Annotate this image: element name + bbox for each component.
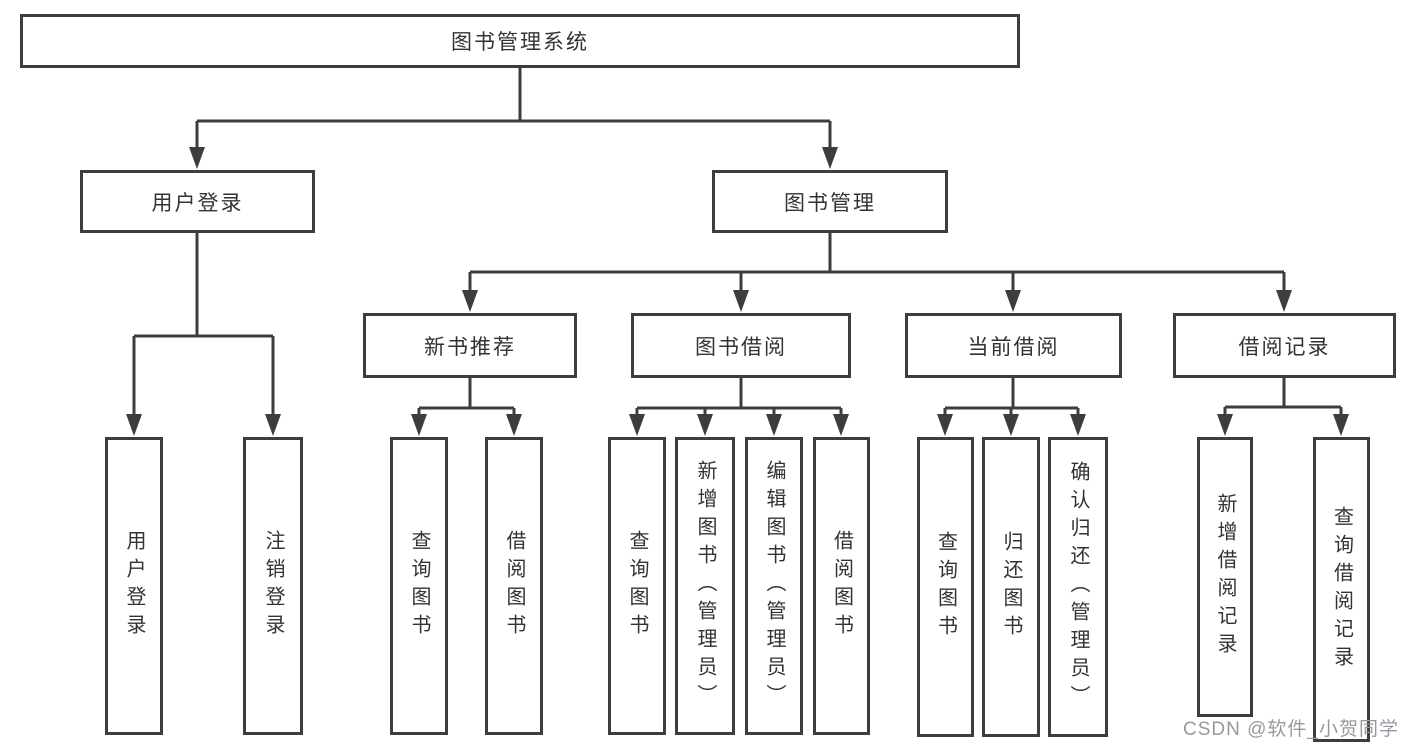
node-library-management-system: 图书管理系统: [20, 14, 1020, 68]
edges-book-borrow: [629, 378, 849, 436]
node-label: 借阅图书: [503, 530, 525, 642]
node-label: 借阅图书: [830, 530, 853, 642]
node-book-borrow: 图书借阅: [631, 313, 851, 378]
node-label: 图书管理: [784, 191, 876, 215]
node-query-books-borrow: 查询图书: [608, 437, 666, 735]
node-current-borrow: 当前借阅: [905, 313, 1122, 378]
node-label: 新增借阅记录: [1214, 493, 1236, 661]
node-borrow-books-action: 借阅图书: [813, 437, 870, 735]
node-label: 当前借阅: [967, 335, 1060, 359]
node-label: 图书借阅: [695, 335, 787, 359]
node-label: 归还图书: [1000, 531, 1022, 643]
edges-new-book-recommend: [411, 378, 522, 436]
node-logout: 注销登录: [243, 437, 303, 735]
node-label: 查询借阅记录: [1330, 505, 1353, 674]
node-label: 注销登录: [262, 530, 284, 642]
node-label: 用户登录: [123, 530, 145, 642]
edges-borrow-records: [1217, 378, 1349, 436]
node-new-book-recommend: 新书推荐: [363, 313, 577, 378]
node-query-borrow-record: 查询借阅记录: [1313, 437, 1370, 742]
node-label: 查询图书: [934, 531, 957, 643]
node-query-books-current: 查询图书: [917, 437, 974, 737]
node-label: 编辑图书（管理员）: [763, 460, 785, 712]
node-query-books-recommend: 查询图书: [390, 437, 448, 735]
node-edit-book-admin: 编辑图书（管理员）: [745, 437, 803, 735]
edges-root: [189, 68, 838, 169]
node-confirm-return-admin: 确认归还（管理员）: [1048, 437, 1108, 737]
edges-user-login: [126, 233, 281, 436]
node-return-book: 归还图书: [982, 437, 1040, 737]
node-label: 新书推荐: [424, 335, 516, 359]
node-label: 查询图书: [626, 530, 648, 642]
node-add-book-admin: 新增图书（管理员）: [675, 437, 735, 735]
node-label: 确认归还（管理员）: [1067, 461, 1089, 713]
edges-book-management: [462, 233, 1292, 312]
node-book-management: 图书管理: [712, 170, 948, 233]
node-label: 用户登录: [151, 191, 244, 215]
node-borrow-records: 借阅记录: [1173, 313, 1396, 378]
node-borrow-books-recommend: 借阅图书: [485, 437, 543, 735]
node-add-borrow-record: 新增借阅记录: [1197, 437, 1253, 717]
node-user-login: 用户登录: [80, 170, 315, 233]
node-label: 新增图书（管理员）: [694, 460, 716, 712]
edges-current-borrow: [937, 378, 1086, 436]
node-user-login-action: 用户登录: [105, 437, 163, 735]
node-label: 查询图书: [408, 530, 430, 642]
csdn-watermark: CSDN @软件_小贺同学: [1183, 719, 1399, 740]
node-label: 借阅记录: [1238, 335, 1331, 359]
node-label: 图书管理系统: [451, 31, 589, 54]
